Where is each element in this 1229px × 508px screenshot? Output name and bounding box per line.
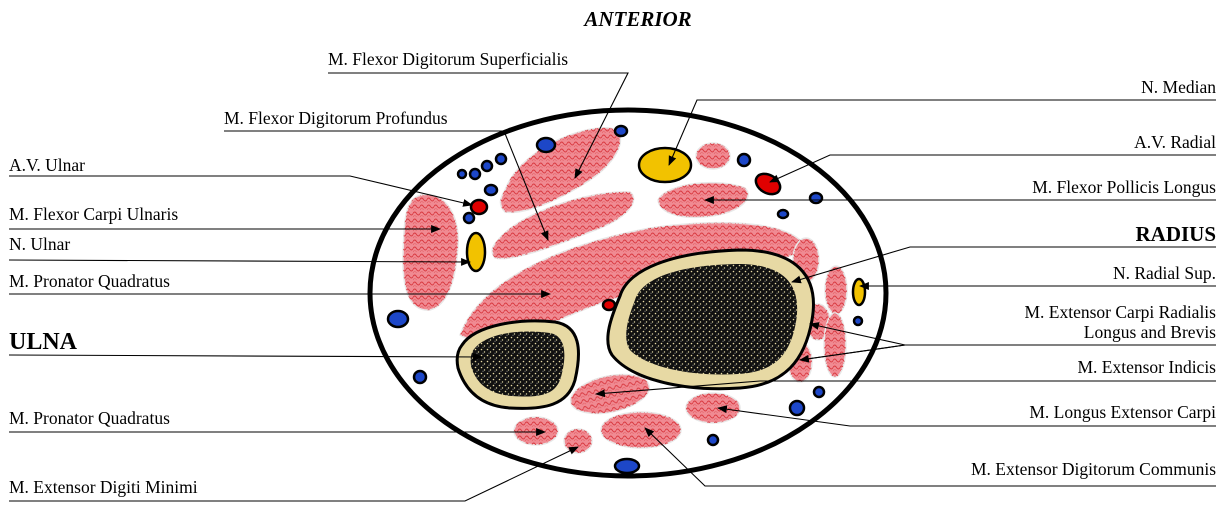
label-pronator-quadratus-2: M. Pronator Quadratus bbox=[9, 408, 170, 428]
radial-superficial-nerve bbox=[853, 279, 865, 305]
label-extensor-digiti-minimi: M. Extensor Digiti Minimi bbox=[9, 477, 198, 497]
label-n-ulnar: N. Ulnar bbox=[9, 234, 70, 254]
label-n-radial-sup: N. Radial Sup. bbox=[1113, 263, 1216, 283]
label-flexor-digitorum-superficialis: M. Flexor Digitorum Superficialis bbox=[328, 49, 568, 69]
label-longus-extensor-carpi: M. Longus Extensor Carpi bbox=[1029, 402, 1216, 422]
pronator-quadratus-dorsal-overlay bbox=[514, 417, 558, 445]
label-extensor-carpi-radialis: M. Extensor Carpi Radialis bbox=[1024, 302, 1216, 322]
median-nerve bbox=[639, 148, 691, 182]
label-pronator-quadratus: M. Pronator Quadratus bbox=[9, 271, 170, 291]
extensor-carpi-radialis-side-overlay bbox=[825, 266, 847, 314]
label-av-radial: A.V. Radial bbox=[1134, 132, 1216, 152]
label-av-ulnar: A.V. Ulnar bbox=[9, 155, 85, 175]
ulnar-artery bbox=[471, 200, 487, 214]
label-flexor-carpi-ulnaris: M. Flexor Carpi Ulnaris bbox=[9, 204, 178, 224]
longus-extensor-carpi-overlay bbox=[686, 393, 740, 423]
extensor-digitorum-communis-overlay bbox=[601, 412, 681, 448]
extensor-carpi-radialis-brevis-overlay bbox=[824, 313, 846, 377]
label-extensor-digitorum-communis: M. Extensor Digitorum Communis bbox=[971, 459, 1216, 479]
ulnar-nerve bbox=[467, 233, 485, 271]
extensor-digiti-minimi-overlay bbox=[564, 429, 592, 453]
label-extensor-indicis: M. Extensor Indicis bbox=[1077, 357, 1216, 377]
ulna-label: ULNA bbox=[9, 329, 78, 355]
diagram-title: ANTERIOR bbox=[582, 7, 691, 31]
radius-label: RADIUS bbox=[1135, 222, 1216, 246]
small-flexor-muscle-overlay bbox=[696, 143, 730, 169]
label-flexor-digitorum-profundus: M. Flexor Digitorum Profundus bbox=[224, 108, 448, 128]
right-labels: N. Median A.V. Radial M. Flexor Pollicis… bbox=[971, 77, 1216, 479]
interosseous-artery bbox=[603, 300, 615, 310]
label-longus-and-brevis: Longus and Brevis bbox=[1084, 322, 1216, 342]
ulna-bone bbox=[457, 321, 578, 408]
label-n-median: N. Median bbox=[1141, 77, 1216, 97]
ulna-marrow bbox=[471, 332, 565, 397]
label-flexor-pollicis-longus: M. Flexor Pollicis Longus bbox=[1032, 177, 1216, 197]
